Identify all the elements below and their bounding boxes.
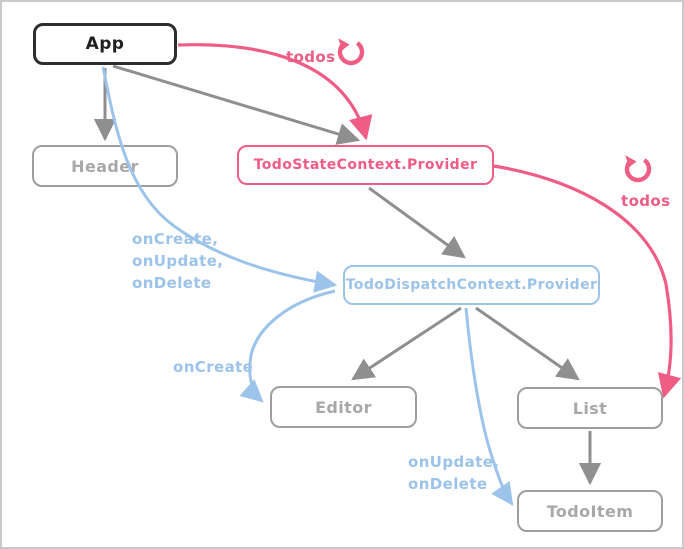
refresh-icon — [624, 155, 652, 183]
node-todo-state-context-provider: TodoStateContext.Provider — [237, 145, 494, 185]
edge-label-todos-right: todos — [621, 192, 671, 210]
node-header: Header — [32, 145, 178, 187]
node-todo-dispatch-context-provider: TodoDispatchContext.Provider — [343, 265, 600, 305]
node-editor: Editor — [270, 386, 417, 428]
edge-app-to-state-provider — [112, 64, 361, 145]
edge-label-line: onCreate, — [132, 230, 219, 248]
edge-state-provider-to-dispatch-provider — [368, 186, 466, 259]
edge-app-todos-to-state-provider — [177, 43, 373, 141]
edge-label-todos-top: todos — [286, 48, 336, 66]
refresh-icon — [337, 38, 365, 66]
edge-dispatch-provider-to-editor — [351, 306, 462, 381]
node-list: List — [517, 387, 663, 429]
edge-label-line: onUpdate, — [408, 453, 500, 471]
edge-dispatch-provider-to-list — [475, 306, 580, 381]
edge-dispatch-oncreate-to-editor — [239, 289, 336, 403]
edge-label-line: onDelete — [132, 274, 212, 292]
edge-label-oncreate: onCreate — [173, 358, 254, 376]
edge-label-onupdate-ondelete: onUpdate, onDelete — [408, 451, 499, 495]
node-app: App — [33, 23, 177, 65]
edge-label-line: onDelete — [408, 475, 488, 493]
node-todo-item: TodoItem — [517, 490, 663, 532]
edge-label-oncreate-onupdate-ondelete: onCreate, onUpdate, onDelete — [132, 228, 223, 294]
edge-label-line: onUpdate, — [132, 252, 224, 270]
